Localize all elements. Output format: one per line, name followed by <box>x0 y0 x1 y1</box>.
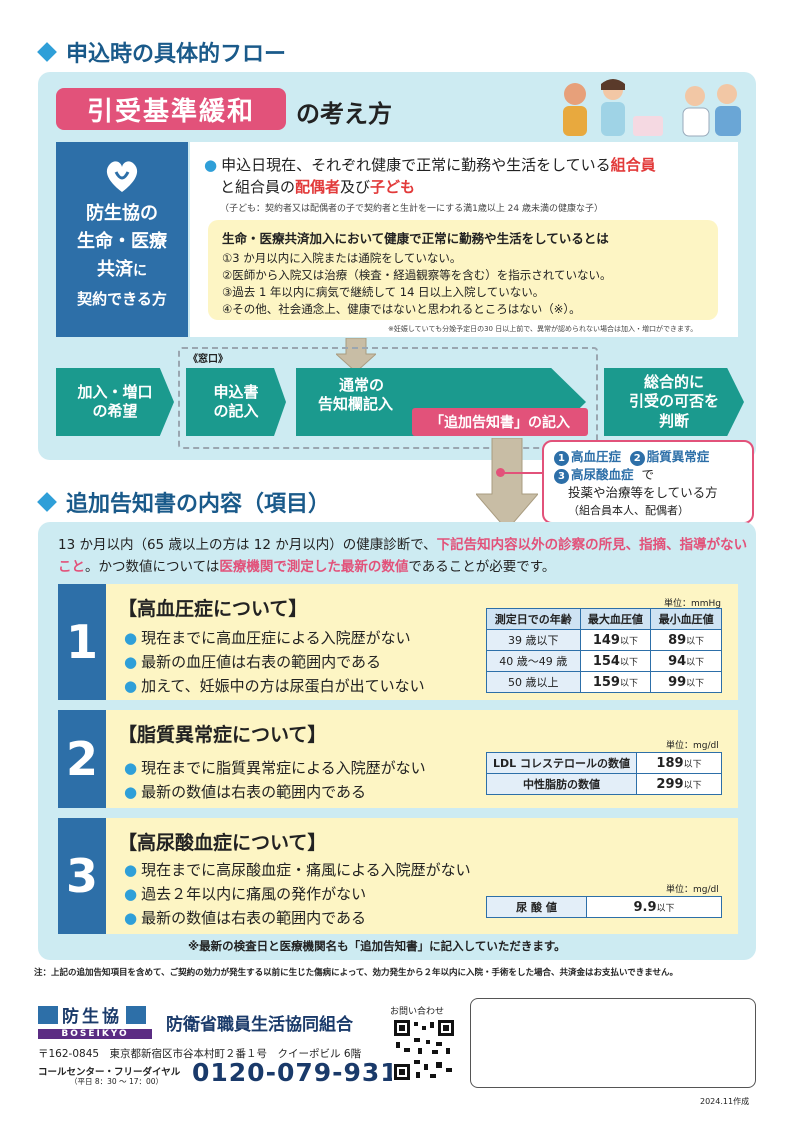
item-title: 【脂質異常症について】 <box>118 724 327 746</box>
intro-text: 13 か月以内（65 歳以上の方は 12 か月以内）の健康診断で、下記告知内容以… <box>58 537 748 575</box>
bullet-icon: ● <box>124 909 138 927</box>
call-center-hours: （平日 8：30 ～ 17：00） <box>70 1077 164 1086</box>
item-bullets: ●現在までに脂質異常症による入院歴がない ●最新の数値は右表の範囲内である <box>124 759 426 801</box>
uric-acid-table: 尿 酸 値 9.9以下 <box>486 896 722 918</box>
panel-note: ※最新の検査日と医療機関名も「追加告知書」に記入していただきます。 <box>188 939 566 953</box>
boseikyo-logo: 防生協 BOSEIKYO <box>38 1002 152 1039</box>
table-row: 39 歳以下 149以下 89以下 <box>486 629 722 651</box>
definition-item: ④その他、社会通念上、健康ではないと思われるところはない（※）。 <box>222 302 581 316</box>
contact-label: お問い合わせ <box>390 1007 445 1017</box>
eligibility-line: 契約できる方 <box>77 290 167 308</box>
definition-title: 生命・医療共済加入において健康で正常に勤務や生活をしているとは <box>222 231 609 246</box>
eligibility-box: 防生協の 生命・医療 共済に 契約できる方 <box>56 142 188 337</box>
table-header: 最大血圧値 <box>579 608 652 630</box>
bullet-icon: ● <box>124 677 138 695</box>
logo-mark-icon <box>38 1005 58 1024</box>
window-label: 《窓口》 <box>188 354 228 365</box>
bullet-icon: ● <box>124 783 138 801</box>
bullet-icon: ● <box>124 861 138 879</box>
bullet-icon: ● <box>124 759 138 777</box>
large-down-arrow-icon <box>474 437 540 531</box>
blood-pressure-table: 測定日での年齢 最大血圧値 最小血圧値 39 歳以下 149以下 89以下 40… <box>486 608 722 693</box>
table-row: 尿 酸 値 9.9以下 <box>486 896 722 918</box>
section-heading-flow: 申込時の具体的フロー <box>37 36 286 68</box>
flow-step-wish: 加入・増口の希望 <box>56 368 174 436</box>
bullet-icon: ● <box>124 653 138 671</box>
flow-step-application: 申込書の記入 <box>186 368 286 436</box>
definition-item: ②医師から入院又は治療（検査・経過観察等を含む）を指示されていない。 <box>222 268 612 282</box>
additional-declaration-step: 「追加告知書」の記入 <box>412 408 588 436</box>
down-arrow-icon <box>334 337 378 373</box>
heart-icon <box>56 156 188 196</box>
eligibility-line: 防生協の <box>86 203 158 224</box>
definition-item: ③過去 1 年以内に病気で継続して 14 日以上入院していない。 <box>222 285 545 299</box>
definition-item: ①3 か月以内に入院または通院をしていない。 <box>222 251 462 265</box>
table-row: 中性脂肪の数値 299以下 <box>486 773 722 795</box>
qr-code-icon[interactable] <box>392 1018 456 1082</box>
doctors-illustration-icon <box>563 79 741 137</box>
lipid-table: LDL コレステロールの数値 189以下 中性脂肪の数値 299以下 <box>486 752 722 795</box>
unit-label: 単位：mmHg <box>664 599 722 609</box>
org-address: 〒162-0845 東京都新宿区市谷本村町２番１号 クイーポビル 6階 <box>38 1048 362 1060</box>
criteria-pill: 引受基準緩和 <box>56 88 286 130</box>
health-definition-box: 生命・医療共済加入において健康で正常に勤務や生活をしているとは ①3 か月以内に… <box>208 220 718 320</box>
table-row: LDL コレステロールの数値 189以下 <box>486 752 722 774</box>
flow-step-judgement: 総合的に引受の可否を判断 <box>604 368 744 436</box>
table-row: 40 歳～49 歳 154以下 94以下 <box>486 650 722 672</box>
table-row: 50 歳以上 159以下 99以下 <box>486 671 722 693</box>
pregnancy-note: ※妊娠していても分娩予定日の30 日以上前で、異常が認められない場合は加入・増口… <box>388 325 698 333</box>
stamp-area <box>470 998 756 1088</box>
phone-number[interactable]: 0120-079-931 <box>192 1058 399 1087</box>
eligibility-line: 生命・医療 <box>77 231 167 252</box>
item-bullets: ●現在までに高尿酸血症・痛風による入院歴がない ●過去２年以内に痛風の発作がない… <box>124 861 471 927</box>
callout-dot-icon <box>496 468 505 477</box>
callout-line <box>500 472 546 474</box>
item-number-1: 1 <box>58 584 106 700</box>
call-center-label: コールセンター・フリーダイヤル <box>38 1067 181 1078</box>
item-number-3: 3 <box>58 818 106 934</box>
criteria-text: ●申込日現在、それぞれ健康で正常に勤務や生活をしている組合員 と組合員の配偶者及… <box>204 154 734 220</box>
eligibility-line: 共済 <box>97 259 133 280</box>
footnote: 注：上記の追加告知項目を含めて、ご契約の効力が発生する以前に生じた傷病によって、… <box>34 968 678 978</box>
section-heading-items: 追加告知書の内容（項目） <box>37 486 330 518</box>
medical-illustration <box>545 76 745 138</box>
unit-label: 単位：mg/dl <box>666 741 719 751</box>
window-frame <box>178 347 598 449</box>
eligibility-line: に <box>133 263 147 279</box>
logo-mark-icon <box>126 1005 146 1024</box>
item-title: 【高尿酸血症について】 <box>118 832 327 854</box>
criteria-suffix: の考え方 <box>296 100 392 128</box>
item-bullets: ●現在までに高血圧症による入院歴がない ●最新の血圧値は右表の範囲内である ●加… <box>124 629 425 695</box>
bullet-icon: ● <box>124 885 138 903</box>
diamond-icon <box>37 492 57 512</box>
criteria-note: （子ども：契約者又は配偶者の子で契約者と生計を一にする満1歳以上 24 歳未満の… <box>220 204 603 214</box>
table-header: 最小血圧値 <box>650 608 722 630</box>
item-title: 【高血圧症について】 <box>118 598 308 620</box>
item-number-2: 2 <box>58 710 106 808</box>
creation-date: 2024.11作成 <box>700 1097 750 1106</box>
diamond-icon <box>37 42 57 62</box>
bullet-icon: ● <box>204 156 218 174</box>
org-name: 防衛省職員生活協同組合 <box>166 1015 353 1035</box>
bullet-icon: ● <box>124 629 138 647</box>
unit-label: 単位：mg/dl <box>666 885 719 895</box>
table-header: 測定日での年齢 <box>486 608 581 630</box>
